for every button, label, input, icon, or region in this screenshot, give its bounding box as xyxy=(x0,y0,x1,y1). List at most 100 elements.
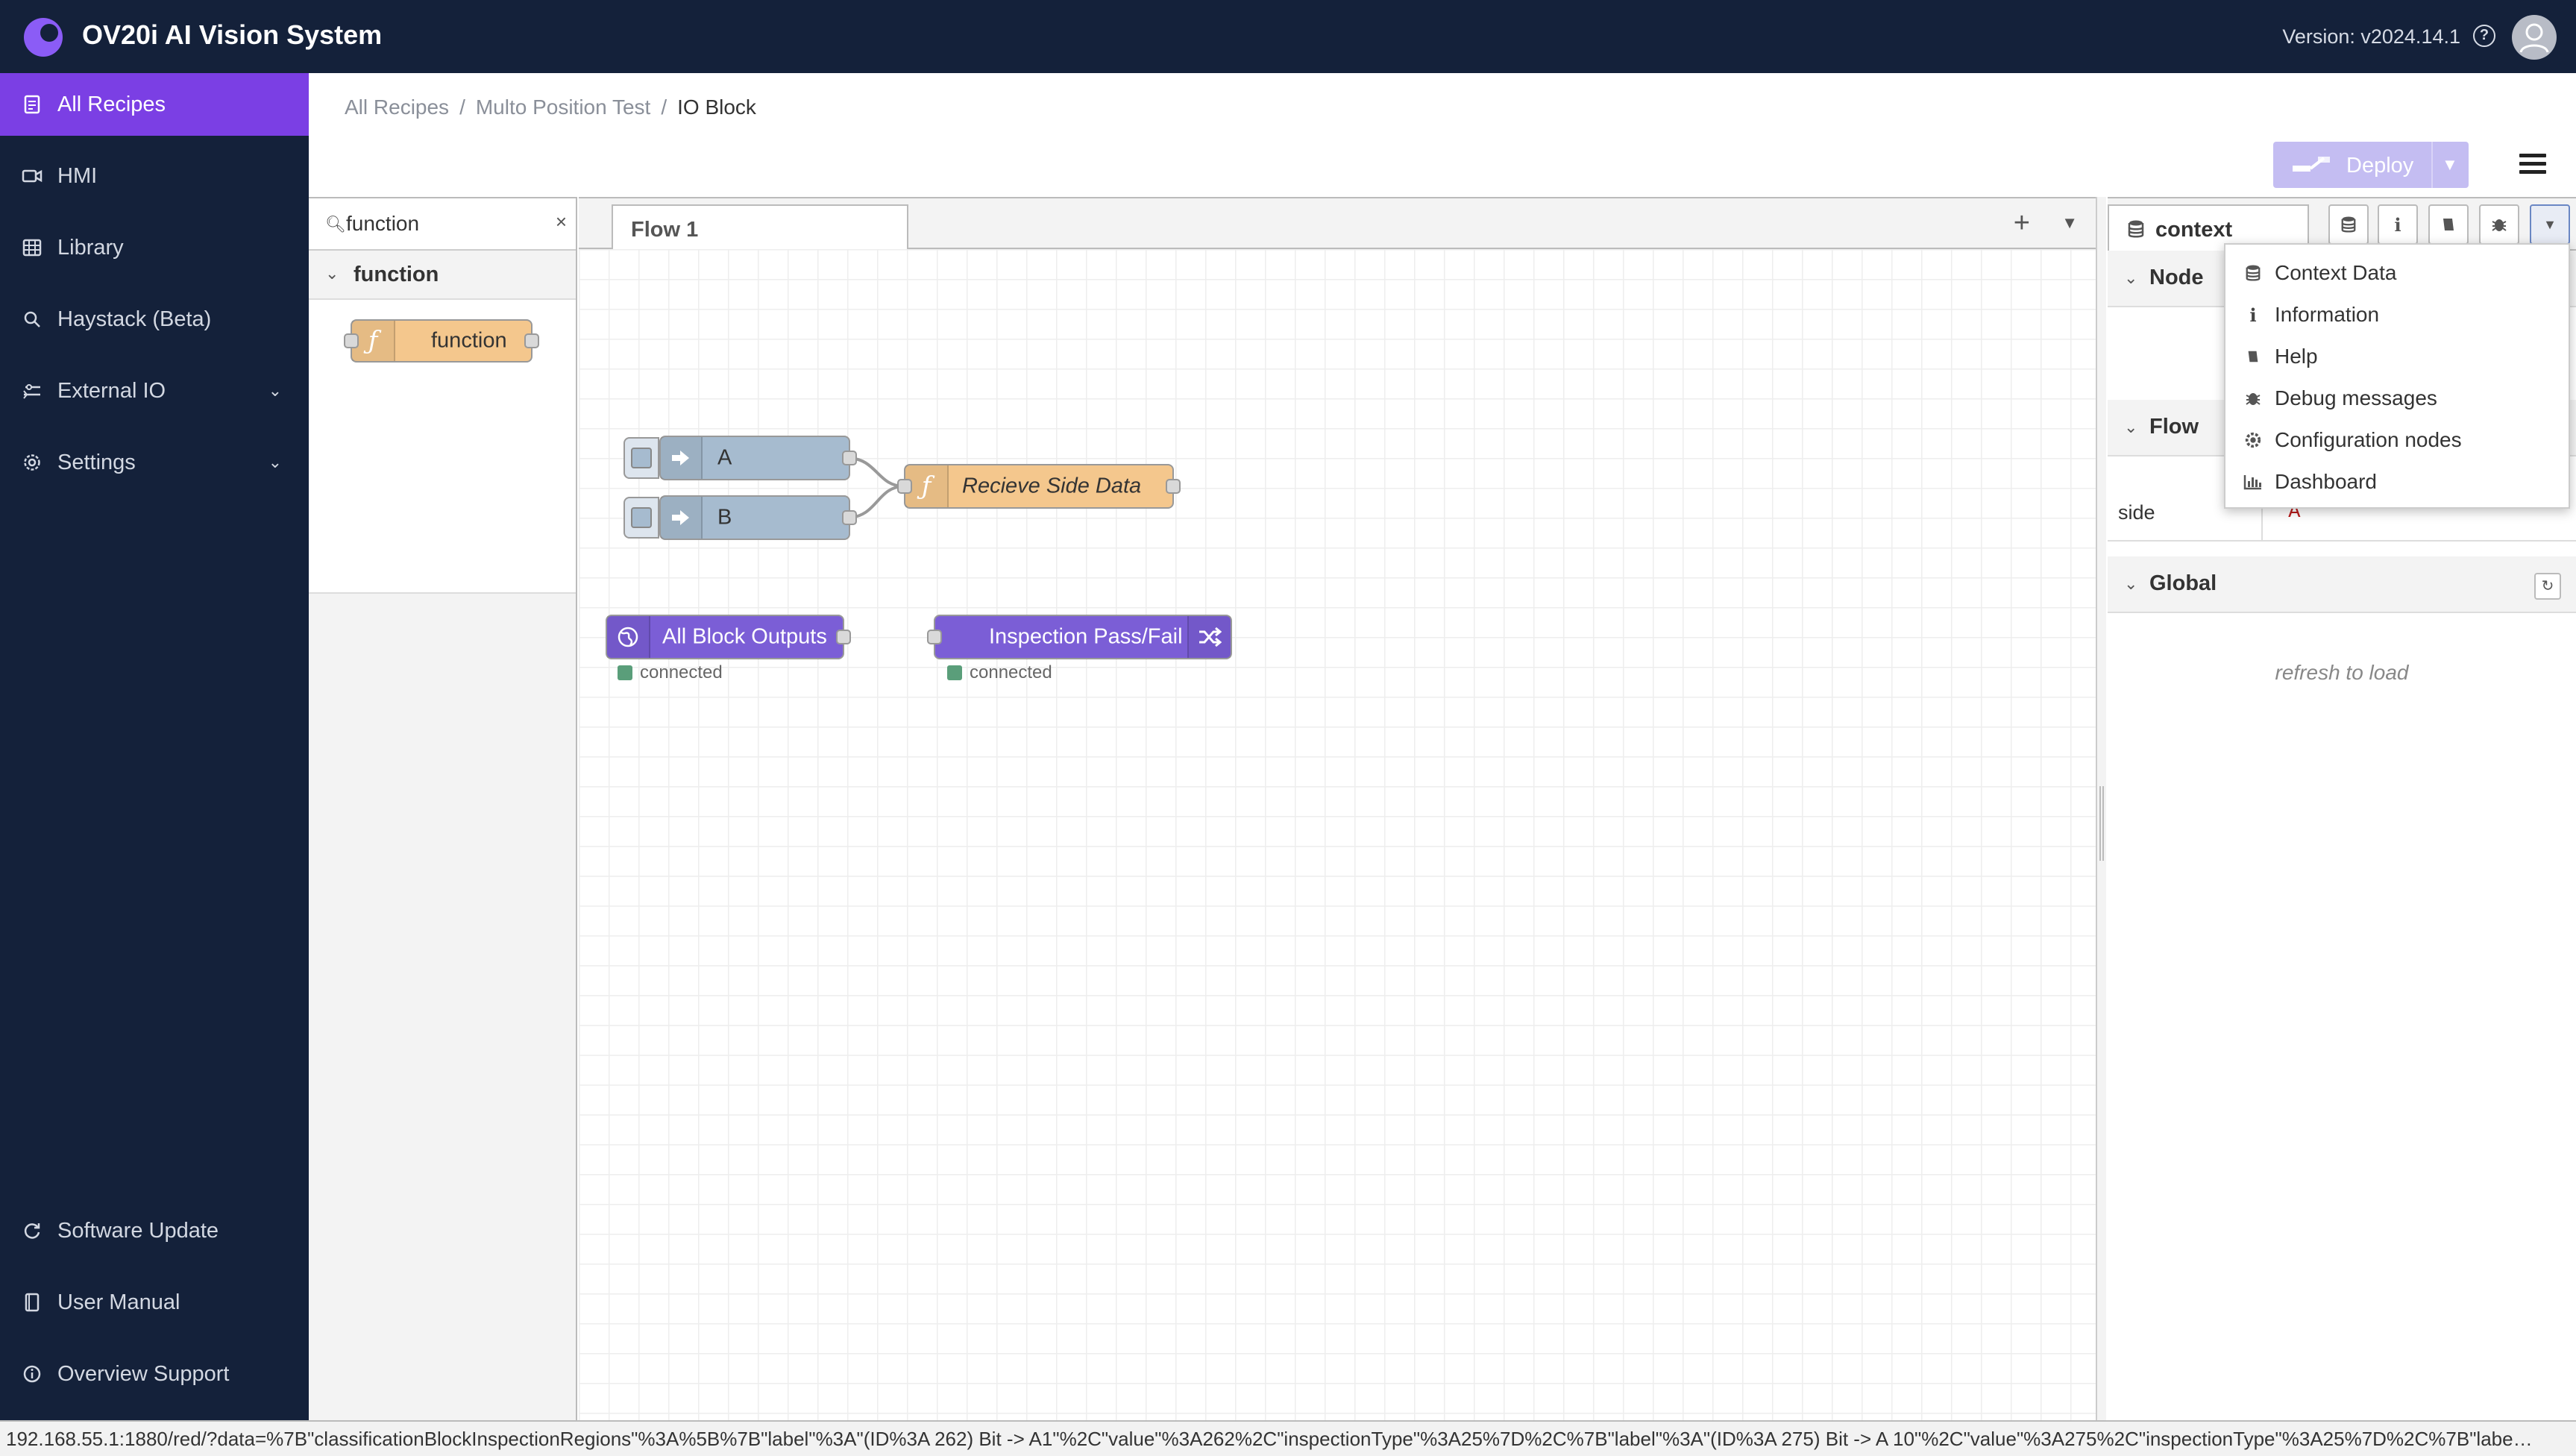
workspace-tabbar: Flow 1 + ▼ xyxy=(579,197,2096,251)
sidebar-item-library[interactable]: Library xyxy=(0,216,309,279)
main-menu-button[interactable] xyxy=(2519,154,2546,176)
info-icon[interactable]: i xyxy=(2378,204,2418,245)
sidebar-item-all-recipes[interactable]: All Recipes xyxy=(0,73,309,136)
status-dot-icon xyxy=(947,665,962,680)
chevron-down-icon: ⌄ xyxy=(268,381,282,400)
breadcrumb-current: IO Block xyxy=(677,95,756,119)
deploy-options-caret[interactable]: ▼ xyxy=(2442,155,2458,174)
book-icon[interactable] xyxy=(2428,204,2469,245)
palette-search[interactable]: 🔍︎ function × xyxy=(309,198,576,251)
version-label: Version: v2024.14.1 xyxy=(2282,25,2460,48)
node-link-a[interactable]: A xyxy=(623,436,857,480)
info-icon: i xyxy=(2249,304,2257,326)
refresh-to-load-hint: refresh to load xyxy=(2275,661,2409,684)
top-bar: OV20i AI Vision System Version: v2024.14… xyxy=(0,0,2576,73)
document-icon xyxy=(21,93,43,116)
menu-item-information[interactable]: i Information xyxy=(2225,294,2569,336)
flow-list-caret[interactable]: ▼ xyxy=(2061,213,2078,232)
wires xyxy=(846,456,905,519)
sidebar-dropdown-menu: Context Data i Information Help Debug me… xyxy=(2224,243,2570,509)
menu-item-context-data[interactable]: Context Data xyxy=(2225,252,2569,294)
gear-icon xyxy=(2242,431,2264,449)
node-status-all-block-outputs: connected xyxy=(618,662,723,683)
chevron-down-icon: ⌄ xyxy=(2124,269,2138,287)
tab-context[interactable]: context xyxy=(2108,204,2309,251)
link-status-bar: 192.168.55.1:1880/red/?data=%7B"classifi… xyxy=(0,1420,2576,1456)
database-icon xyxy=(2128,220,2144,238)
node-link-b[interactable]: B xyxy=(623,495,857,540)
breadcrumb: All Recipes/Multo Position Test/IO Block xyxy=(345,95,756,119)
palette-category-body: ƒ function xyxy=(309,300,576,594)
palette-category-function[interactable]: ⌄ function xyxy=(309,251,576,300)
avatar[interactable] xyxy=(2512,15,2557,60)
flow-var-key: side xyxy=(2118,501,2155,524)
link-in-icon xyxy=(661,437,703,479)
app-logo-icon xyxy=(24,18,63,57)
node-status-inspection-pass-fail: connected xyxy=(947,662,1052,683)
search-icon xyxy=(21,308,43,330)
bug-icon xyxy=(2242,389,2264,407)
user-icon xyxy=(2519,23,2549,53)
node-function-recieve-side-data[interactable]: ƒ Recieve Side Data xyxy=(897,464,1181,509)
database-icon xyxy=(2242,264,2264,282)
add-flow-icon[interactable]: + xyxy=(2013,207,2030,239)
book-icon xyxy=(2242,349,2264,364)
chevron-down-icon: ⌄ xyxy=(325,264,339,283)
palette-search-input[interactable]: function xyxy=(346,212,420,235)
deploy-icon xyxy=(2293,157,2330,172)
menu-item-help[interactable]: Help xyxy=(2225,336,2569,377)
sidebar: All Recipes HMI Library Haystack (Beta) … xyxy=(0,73,309,1456)
sidebar-item-haystack[interactable]: Haystack (Beta) xyxy=(0,288,309,351)
chevron-down-icon: ⌄ xyxy=(2124,418,2138,436)
info-icon xyxy=(21,1363,43,1385)
function-icon: ƒ xyxy=(352,321,395,361)
sidebar-item-hmi[interactable]: HMI xyxy=(0,145,309,207)
search-icon: 🔍︎ xyxy=(325,215,346,233)
sidebar-item-user-manual[interactable]: User Manual xyxy=(0,1271,309,1334)
tab-flow-1[interactable]: Flow 1 xyxy=(612,204,908,251)
chevron-down-icon: ⌄ xyxy=(2124,574,2138,593)
grid-icon xyxy=(21,236,43,259)
context-data-button[interactable] xyxy=(2328,204,2369,245)
sidebar-splitter[interactable] xyxy=(2096,197,2106,1420)
node-all-block-outputs[interactable]: All Block Outputs xyxy=(606,615,851,659)
node-palette: 🔍︎ function × ⌄ function ƒ function xyxy=(309,197,577,1420)
breadcrumb-all-recipes[interactable]: All Recipes xyxy=(345,95,450,119)
function-icon: ƒ xyxy=(905,465,949,507)
breadcrumb-recipe[interactable]: Multo Position Test xyxy=(475,95,651,119)
io-icon xyxy=(21,380,43,402)
inject-button-icon[interactable] xyxy=(623,437,659,479)
globe-icon xyxy=(607,616,650,658)
app-title: OV20i AI Vision System xyxy=(82,19,383,50)
sidebar-tabs: context i ▼ xyxy=(2108,198,2576,251)
sidebar-menu-caret[interactable]: ▼ xyxy=(2530,204,2570,245)
menu-item-debug-messages[interactable]: Debug messages xyxy=(2225,377,2569,419)
bug-icon[interactable] xyxy=(2479,204,2519,245)
database-icon xyxy=(2341,216,2356,233)
bar-chart-icon xyxy=(2242,474,2264,490)
help-icon[interactable]: ? xyxy=(2473,25,2495,47)
section-global[interactable]: ⌄ Global ↻ xyxy=(2108,556,2576,613)
inject-button-icon[interactable] xyxy=(623,497,659,539)
node-inspection-pass-fail[interactable]: Inspection Pass/Fail xyxy=(927,615,1232,659)
menu-item-dashboard[interactable]: Dashboard xyxy=(2225,461,2569,503)
status-dot-icon xyxy=(618,665,632,680)
book-icon xyxy=(21,1291,43,1314)
sidebar-item-overview-support[interactable]: Overview Support xyxy=(0,1343,309,1405)
sidebar-item-external-io[interactable]: External IO ⌄ xyxy=(0,360,309,422)
gear-icon xyxy=(21,451,43,474)
clear-search-icon[interactable]: × xyxy=(555,210,567,233)
palette-node-function[interactable]: ƒ function xyxy=(344,319,539,363)
refresh-icon xyxy=(21,1220,43,1242)
sidebar-item-software-update[interactable]: Software Update xyxy=(0,1199,309,1262)
link-in-icon xyxy=(661,497,703,539)
link-url: 192.168.55.1:1880/red/?data=%7B"classifi… xyxy=(6,1428,2534,1450)
menu-item-configuration-nodes[interactable]: Configuration nodes xyxy=(2225,419,2569,461)
shuffle-icon xyxy=(1187,616,1231,658)
flow-canvas[interactable]: A B ƒ Recieve Side Data All Block Output… xyxy=(579,249,2096,1420)
chevron-down-icon: ⌄ xyxy=(268,453,282,471)
refresh-icon[interactable]: ↻ xyxy=(2534,573,2561,600)
sidebar-item-settings[interactable]: Settings ⌄ xyxy=(0,431,309,494)
deploy-button[interactable]: Deploy ▼ xyxy=(2273,142,2469,188)
video-icon xyxy=(21,165,43,187)
